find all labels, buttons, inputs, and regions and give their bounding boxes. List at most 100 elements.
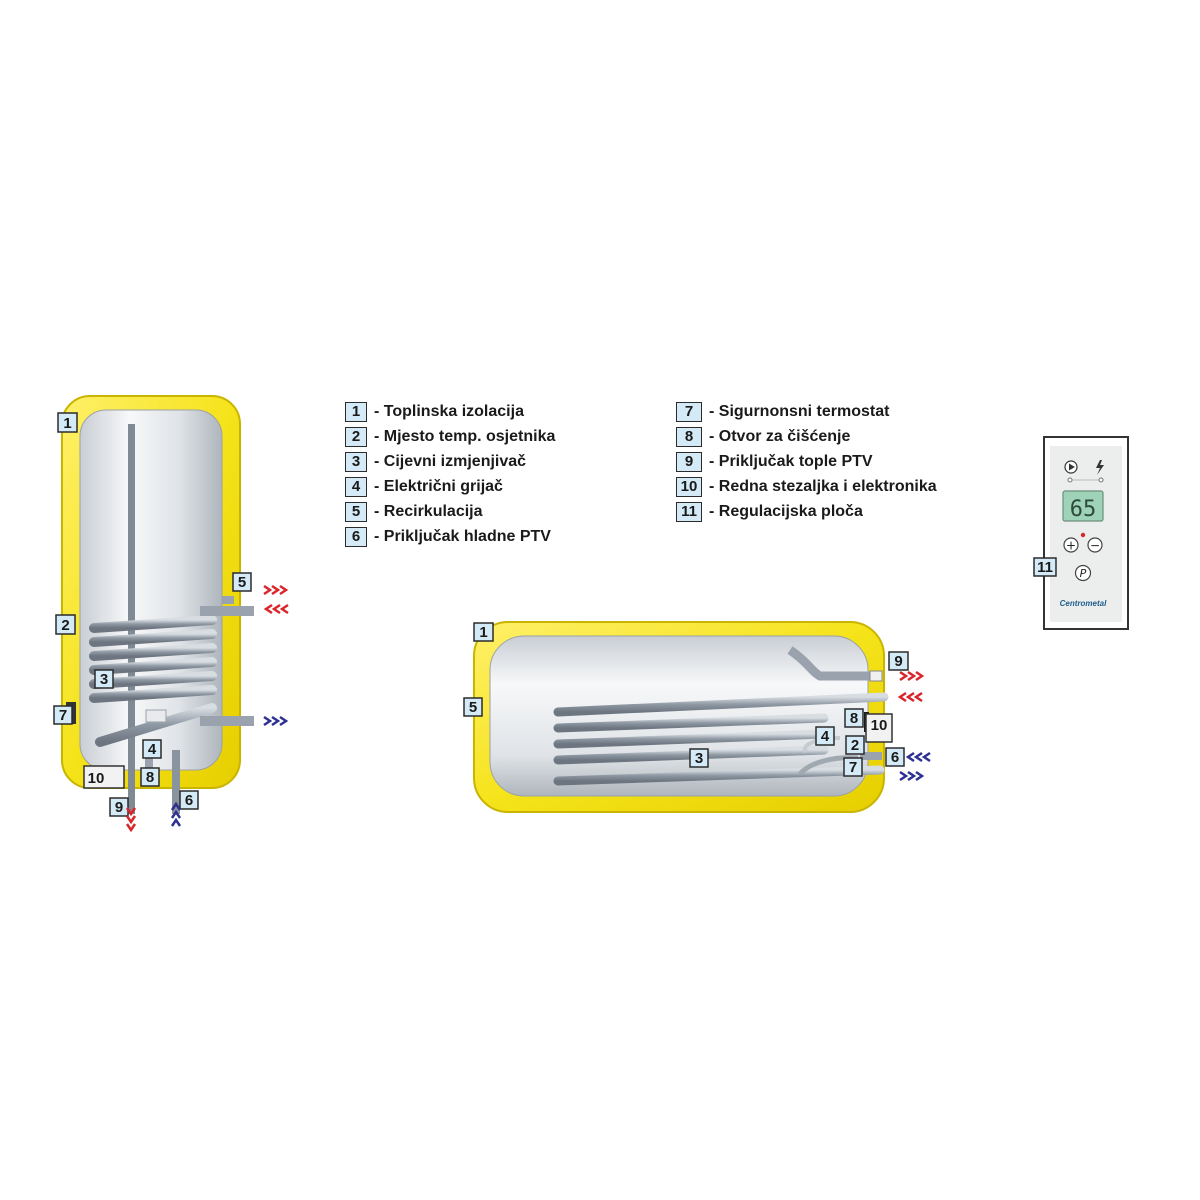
legend-label-3: - Cijevni izmjenjivač xyxy=(374,453,527,470)
vertical-electronics-box xyxy=(83,765,125,789)
v-callout-6: 6 xyxy=(179,790,199,810)
horizontal-arrows xyxy=(897,670,931,782)
panel-callout-11: 11 xyxy=(1033,557,1057,577)
horizontal-hot-outlet-pipe xyxy=(787,646,880,681)
vertical-callouts: 1 2 3 4 5 6 7 8 9 10 xyxy=(53,412,252,817)
h-callout-6: 6 xyxy=(885,747,905,767)
legend-number-3: 3 xyxy=(345,452,367,472)
lightning-icon xyxy=(1096,460,1104,475)
h-callout-9: 9 xyxy=(888,651,909,671)
legend-number-9: 9 xyxy=(676,452,702,472)
brand-logo: Centrometal xyxy=(1060,599,1107,608)
v-callout-7-label: 7 xyxy=(59,707,67,724)
h-callout-5: 5 xyxy=(463,697,483,717)
plus-button-label: + xyxy=(1066,539,1076,553)
vertical-heater xyxy=(145,709,167,723)
v-callout-1: 1 xyxy=(57,412,78,433)
legend-left: 1- Toplinska izolacija 2- Mjesto temp. o… xyxy=(345,402,645,552)
vertical-cleaning-pipe xyxy=(145,756,153,770)
v-callout-9: 9 xyxy=(109,797,129,817)
legend-item-9: 9 - Priključak tople PTV xyxy=(676,452,873,472)
v-arrow-coil-out xyxy=(263,715,289,727)
h-callout-2-label: 2 xyxy=(851,737,859,754)
v-callout-3: 3 xyxy=(94,669,114,689)
vertical-arrows xyxy=(125,584,289,833)
v-callout-10: 10 xyxy=(88,770,105,787)
v-callout-8-label: 8 xyxy=(146,769,154,786)
v-callout-5: 5 xyxy=(232,572,252,592)
legend-item-6: 6- Priključak hladne PTV xyxy=(345,527,551,547)
vertical-coil xyxy=(89,615,217,747)
legend-item-1: 1- Toplinska izolacija xyxy=(345,402,524,422)
legend-item-10: 10 - Redna stezaljka i elektronika xyxy=(676,477,937,497)
h-callout-7: 7 xyxy=(843,757,863,777)
pump-icon xyxy=(1064,460,1078,474)
v-arrow-recirc-out xyxy=(263,584,289,596)
program-button[interactable]: P xyxy=(1074,564,1092,582)
h-callout-6-label: 6 xyxy=(891,749,899,766)
vertical-cold-pipe xyxy=(172,750,180,814)
v-arrow-hot-down xyxy=(125,807,137,833)
legend-item-11: 11- Regulacijska ploča xyxy=(676,502,863,522)
legend-label-5: - Recirkulacija xyxy=(374,503,483,520)
horizontal-heater xyxy=(802,736,841,754)
horizontal-electronics-box xyxy=(865,713,893,743)
v-callout-5-label: 5 xyxy=(238,574,246,591)
legend-label-11: - Regulacijska ploča xyxy=(709,503,863,520)
horizontal-cold-pipe xyxy=(860,752,882,760)
v-callout-10-label: 10 xyxy=(88,770,105,787)
vertical-recirc-pipe xyxy=(222,596,234,604)
v-callout-2-label: 2 xyxy=(61,617,69,634)
control-panel-face xyxy=(1050,446,1122,622)
h-callout-9-label: 9 xyxy=(894,653,902,670)
h-callout-5-label: 5 xyxy=(469,699,477,716)
minus-button[interactable]: − xyxy=(1087,537,1103,553)
v-callout-8: 8 xyxy=(140,767,160,787)
h-arrow-coil-in xyxy=(897,691,923,703)
legend-item-2: 2- Mjesto temp. osjetnika xyxy=(345,427,555,447)
h-callout-3: 3 xyxy=(689,748,709,768)
legend-label-7: - Sigurnonsni termostat xyxy=(709,403,890,420)
h-callout-8: 8 xyxy=(844,708,864,728)
control-panel: 65 + − P Centrometal 11 xyxy=(1033,436,1129,630)
temperature-display xyxy=(1062,490,1104,522)
legend-item-8: 8- Otvor za čišćenje xyxy=(676,427,850,447)
v-arrow-coil-in xyxy=(263,603,289,615)
legend-number-2: 2 xyxy=(345,427,367,447)
v-callout-9-label: 9 xyxy=(115,799,123,816)
horizontal-hot-outlet-cap xyxy=(869,670,883,682)
legend-number-10: 10 xyxy=(676,477,702,497)
status-led xyxy=(1080,532,1086,538)
v-callout-6-label: 6 xyxy=(185,792,193,809)
plus-button[interactable]: + xyxy=(1063,537,1079,553)
h-callout-7-label: 7 xyxy=(849,759,857,776)
legend-label-10: - Redna stezaljka i elektronika xyxy=(709,478,937,495)
legend-item-3: 3 - Cijevni izmjenjivač xyxy=(345,452,526,472)
v-callout-2: 2 xyxy=(55,614,76,635)
h-arrow-cold-in xyxy=(905,751,931,763)
legend-item-5: 5- Recirkulacija xyxy=(345,502,483,522)
legend-label-9: - Priključak tople PTV xyxy=(709,453,873,470)
h-arrow-coil-out xyxy=(899,770,925,782)
minus-button-label: − xyxy=(1090,539,1100,553)
h-callout-2: 2 xyxy=(845,735,865,755)
h-callout-4: 4 xyxy=(815,726,835,746)
h-callout-3-label: 3 xyxy=(695,750,703,767)
legend-item-4: 4- Električni grijač xyxy=(345,477,503,497)
legend-label-1: - Toplinska izolacija xyxy=(374,403,524,420)
h-callout-1-label: 1 xyxy=(479,624,487,641)
legend-label-4: - Električni grijač xyxy=(374,478,503,495)
panel-callout-11-label: 11 xyxy=(1037,559,1053,576)
horizontal-tank xyxy=(473,621,893,813)
h-callout-4-label: 4 xyxy=(821,728,830,745)
horizontal-callouts: 1 2 3 4 5 6 7 8 9 10 xyxy=(463,622,909,777)
program-button-label: P xyxy=(1080,567,1087,580)
legend-item-7: 7- Sigurnonsni termostat xyxy=(676,402,889,422)
h-callout-10-label: 10 xyxy=(871,717,888,734)
legend-number-6: 6 xyxy=(345,527,367,547)
v-callout-1-label: 1 xyxy=(63,415,71,432)
legend-right: 7- Sigurnonsni termostat 8- Otvor za čiš… xyxy=(676,402,996,532)
v-callout-7: 7 xyxy=(53,705,73,725)
v-callout-4: 4 xyxy=(142,739,162,759)
